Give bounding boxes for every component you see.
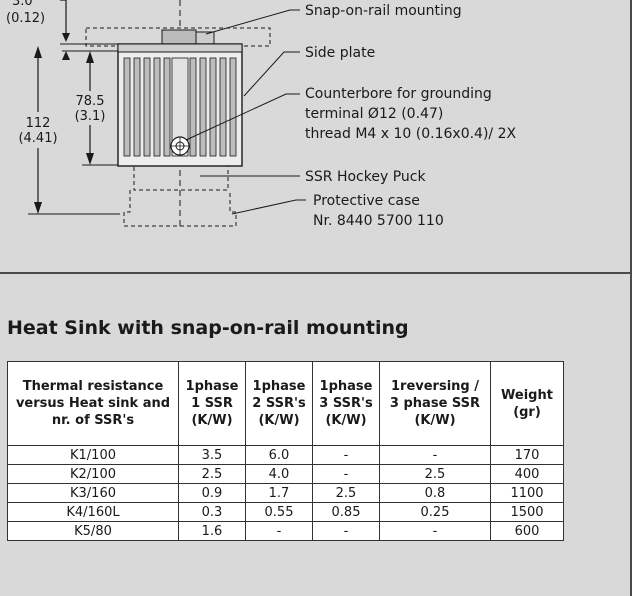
- cell-weight: 600: [490, 521, 564, 541]
- dim-inner-value: 78.5: [76, 94, 105, 109]
- cell-1phase-3ssr: 0.85: [312, 502, 380, 522]
- table-row: K1/100 3.5 6.0 - - 170: [7, 445, 564, 465]
- snap-clip: [161, 29, 197, 45]
- header-1reversing-3phase: 1reversing / 3 phase SSR (K/W): [379, 361, 491, 446]
- callout-protective-case: Protective case: [313, 193, 420, 209]
- thermal-resistance-table: Thermal resistance versus Heat sink and …: [7, 361, 564, 541]
- ssr-hockey-puck-outline: [133, 165, 229, 191]
- cell-1phase-1ssr: 3.5: [178, 445, 246, 465]
- cell-reversing: 0.25: [379, 502, 491, 522]
- dim-small-leader: [60, 0, 67, 36]
- cell-model: K3/160: [7, 483, 179, 503]
- heat-sink-dimension-drawing: 3.0 (0.12) 112 (4.41) 78.5 (3.1): [6, 0, 516, 229]
- cell-1phase-2ssr: 6.0: [245, 445, 313, 465]
- table-row: K4/160L 0.3 0.55 0.85 0.25 1500: [7, 502, 564, 522]
- callout-side-plate: Side plate: [305, 45, 375, 61]
- protective-case-outline: [123, 190, 237, 227]
- heat-sink-top-plate: [117, 43, 243, 53]
- cell-reversing: 2.5: [379, 464, 491, 484]
- leader-snap: [205, 9, 300, 35]
- cell-1phase-3ssr: 2.5: [312, 483, 380, 503]
- cell-reversing: 0.8: [379, 483, 491, 503]
- table-row: K2/100 2.5 4.0 - 2.5 400: [7, 464, 564, 484]
- table-panel: [0, 274, 632, 596]
- cell-1phase-1ssr: 2.5: [178, 464, 246, 484]
- dim-small-arrow: [62, 33, 70, 42]
- header-weight: Weight (gr): [490, 361, 564, 446]
- cell-reversing: -: [379, 445, 491, 465]
- table-header-row: Thermal resistance versus Heat sink and …: [7, 361, 564, 446]
- callout-ssr-hockey-puck: SSR Hockey Puck: [305, 169, 426, 185]
- cell-1phase-2ssr: 0.55: [245, 502, 313, 522]
- dim-outer-value: 112: [26, 116, 51, 131]
- header-1phase-3ssr: 1phase 3 SSR's (K/W): [312, 361, 380, 446]
- section-title: Heat Sink with snap-on-rail mounting: [7, 317, 409, 339]
- cell-model: K5/80: [7, 521, 179, 541]
- cell-model: K4/160L: [7, 502, 179, 522]
- cell-1phase-1ssr: 0.3: [178, 502, 246, 522]
- cell-weight: 400: [490, 464, 564, 484]
- dim-small-value: 3.0: [12, 0, 33, 9]
- callout-counterbore-line3: thread M4 x 10 (0.16x0.4)/ 2X: [305, 126, 516, 142]
- cell-1phase-1ssr: 1.6: [178, 521, 246, 541]
- callout-snap-on-rail: Snap-on-rail mounting: [305, 3, 462, 19]
- cell-weight: 170: [490, 445, 564, 465]
- callout-case-part-number: Nr. 8440 5700 110: [313, 213, 444, 229]
- heat-sink-fins-left: [123, 57, 171, 157]
- table-row: K5/80 1.6 - - - 600: [7, 521, 564, 541]
- dim-inner-arrow-top: [86, 51, 94, 63]
- dim-small-arrow-lower: [62, 51, 70, 60]
- leader-protective-case: [231, 199, 306, 215]
- cell-model: K1/100: [7, 445, 179, 465]
- dim-inner-arrow-bottom: [86, 153, 94, 165]
- leader-counterbore: [185, 93, 300, 141]
- header-thermal-resistance: Thermal resistance versus Heat sink and …: [7, 361, 179, 446]
- table-row: K3/160 0.9 1.7 2.5 0.8 1100: [7, 483, 564, 503]
- snap-latch: [195, 31, 215, 45]
- cell-1phase-2ssr: 4.0: [245, 464, 313, 484]
- drawing-panel: 3.0 (0.12) 112 (4.41) 78.5 (3.1): [0, 0, 632, 274]
- cell-reversing: -: [379, 521, 491, 541]
- header-1phase-2ssr: 1phase 2 SSR's (K/W): [245, 361, 313, 446]
- cell-1phase-2ssr: 1.7: [245, 483, 313, 503]
- callout-counterbore-line1: Counterbore for grounding: [305, 86, 492, 102]
- cell-1phase-3ssr: -: [312, 445, 380, 465]
- dim-inner-imperial: (3.1): [75, 109, 106, 124]
- heat-sink-fins-right: [189, 57, 237, 157]
- leader-side-plate: [243, 51, 300, 97]
- cell-1phase-3ssr: -: [312, 464, 380, 484]
- cell-1phase-2ssr: -: [245, 521, 313, 541]
- cell-weight: 1100: [490, 483, 564, 503]
- header-1phase-1ssr: 1phase 1 SSR (K/W): [178, 361, 246, 446]
- callout-counterbore-line2: terminal Ø12 (0.47): [305, 106, 443, 122]
- cell-1phase-1ssr: 0.9: [178, 483, 246, 503]
- dim-outer-arrow-bottom: [34, 202, 42, 214]
- cell-weight: 1500: [490, 502, 564, 522]
- cell-model: K2/100: [7, 464, 179, 484]
- cell-1phase-3ssr: -: [312, 521, 380, 541]
- dim-small-imperial: (0.12): [6, 11, 45, 26]
- dim-outer-arrow-top: [34, 46, 42, 58]
- heat-sink-core: [171, 57, 189, 157]
- dim-outer-imperial: (4.41): [18, 131, 57, 146]
